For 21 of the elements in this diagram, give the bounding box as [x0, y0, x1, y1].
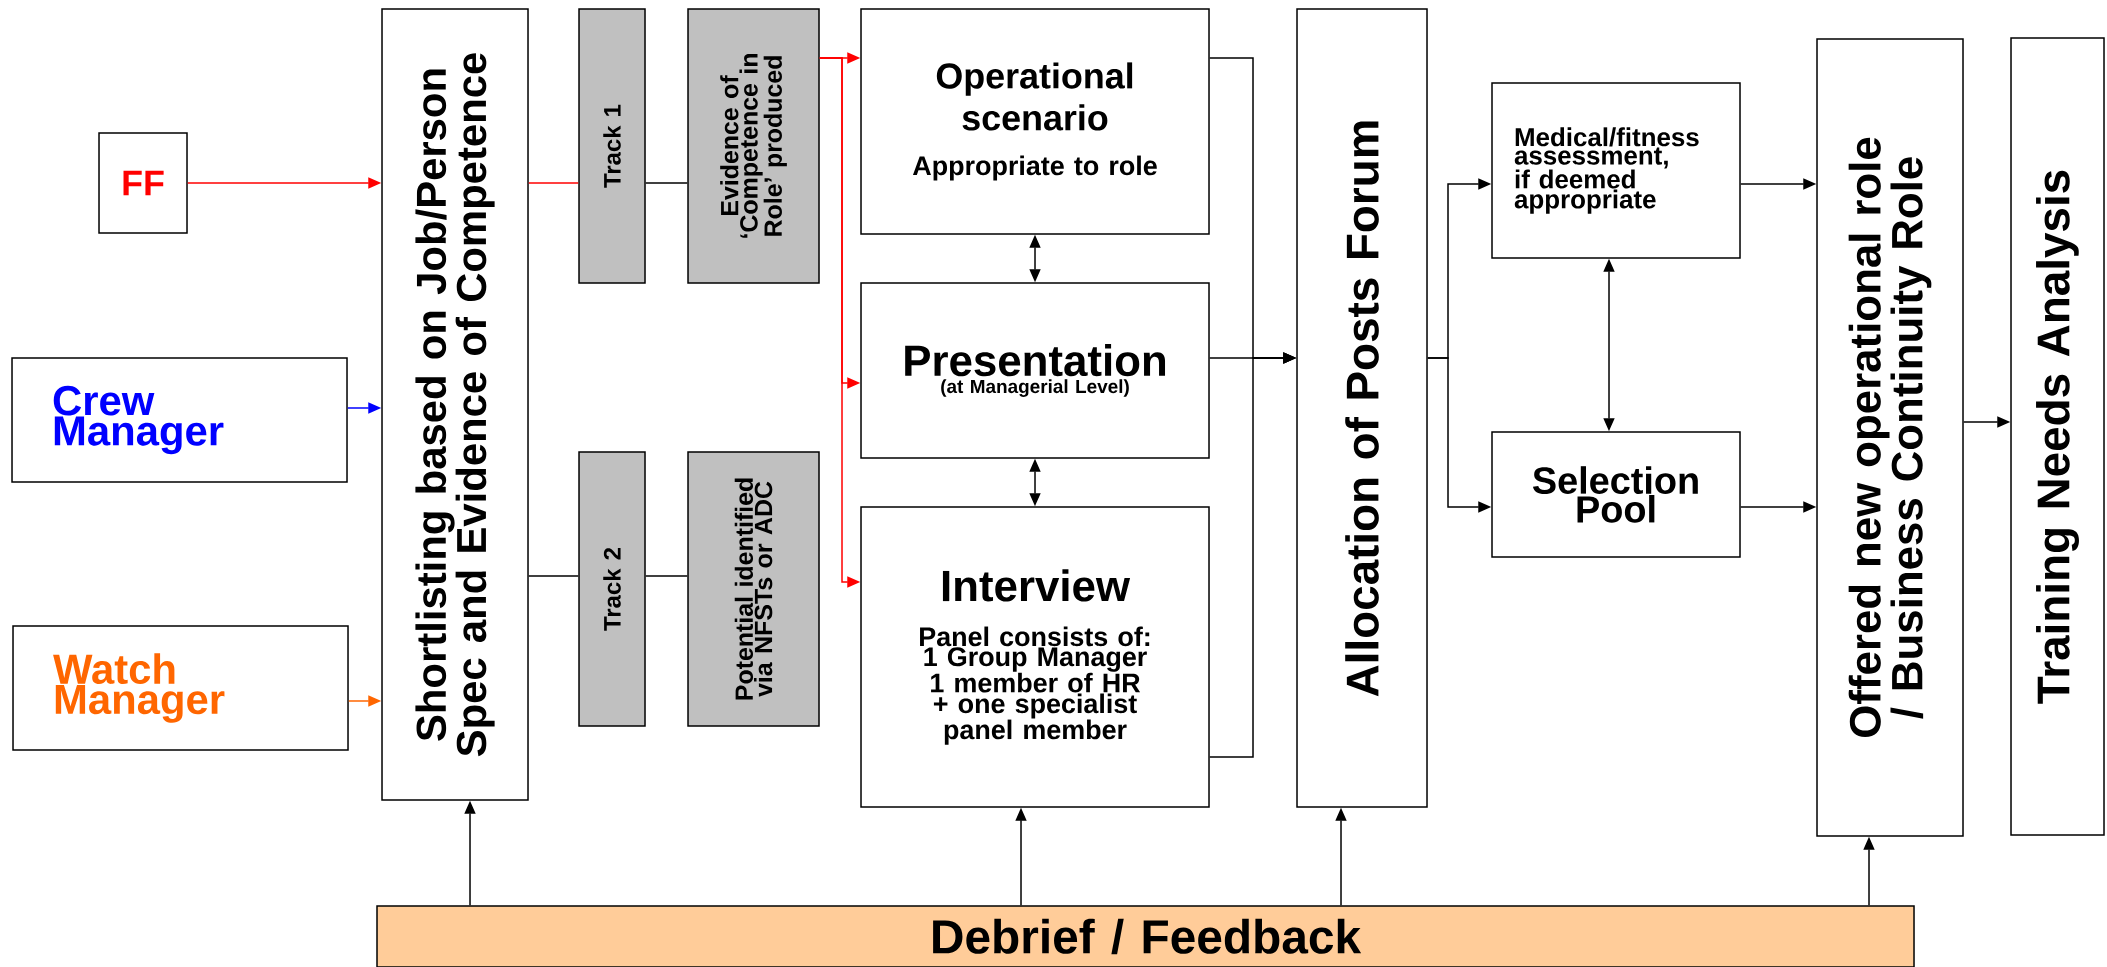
- process-box: Allocation of Posts Forum: [1296, 8, 1428, 808]
- connector-line: [528, 575, 579, 577]
- process-box: Interview Panel consists of: 1 Group Manager 1 member of HR + one specialist panel member: [860, 506, 1210, 808]
- feedback-bar: Debrief / Feedback: [376, 905, 1915, 967]
- process-box: Evidence of ‘Competence in Role’ produced: [687, 8, 820, 284]
- connector-line: [528, 182, 579, 184]
- process-box: Presentation (at Managerial Level): [860, 282, 1210, 459]
- process-box: Shortlisting based on Job/Person Spec and Evidence of Competence: [381, 8, 529, 801]
- role-box: Crew Manager: [11, 357, 348, 483]
- process-box: Offered new operational role / Business Continuity Role: [1816, 38, 1964, 837]
- connector-line: [645, 575, 688, 577]
- process-box: Potential identified via NFSTs or ADC: [687, 451, 820, 727]
- track-box: Track 2: [578, 451, 646, 727]
- track-box: Track 1: [578, 8, 646, 284]
- process-box: Selection Pool: [1491, 431, 1741, 558]
- role-box: FF: [98, 132, 188, 234]
- process-box: Training Needs Analysis: [2010, 37, 2105, 836]
- process-box: Medical/fitness assessment, if deemed appropriate: [1491, 82, 1741, 259]
- process-box: Operational scenario Appropriate to role: [860, 8, 1210, 235]
- connector-line: [645, 182, 688, 184]
- role-box: Watch Manager: [12, 625, 349, 751]
